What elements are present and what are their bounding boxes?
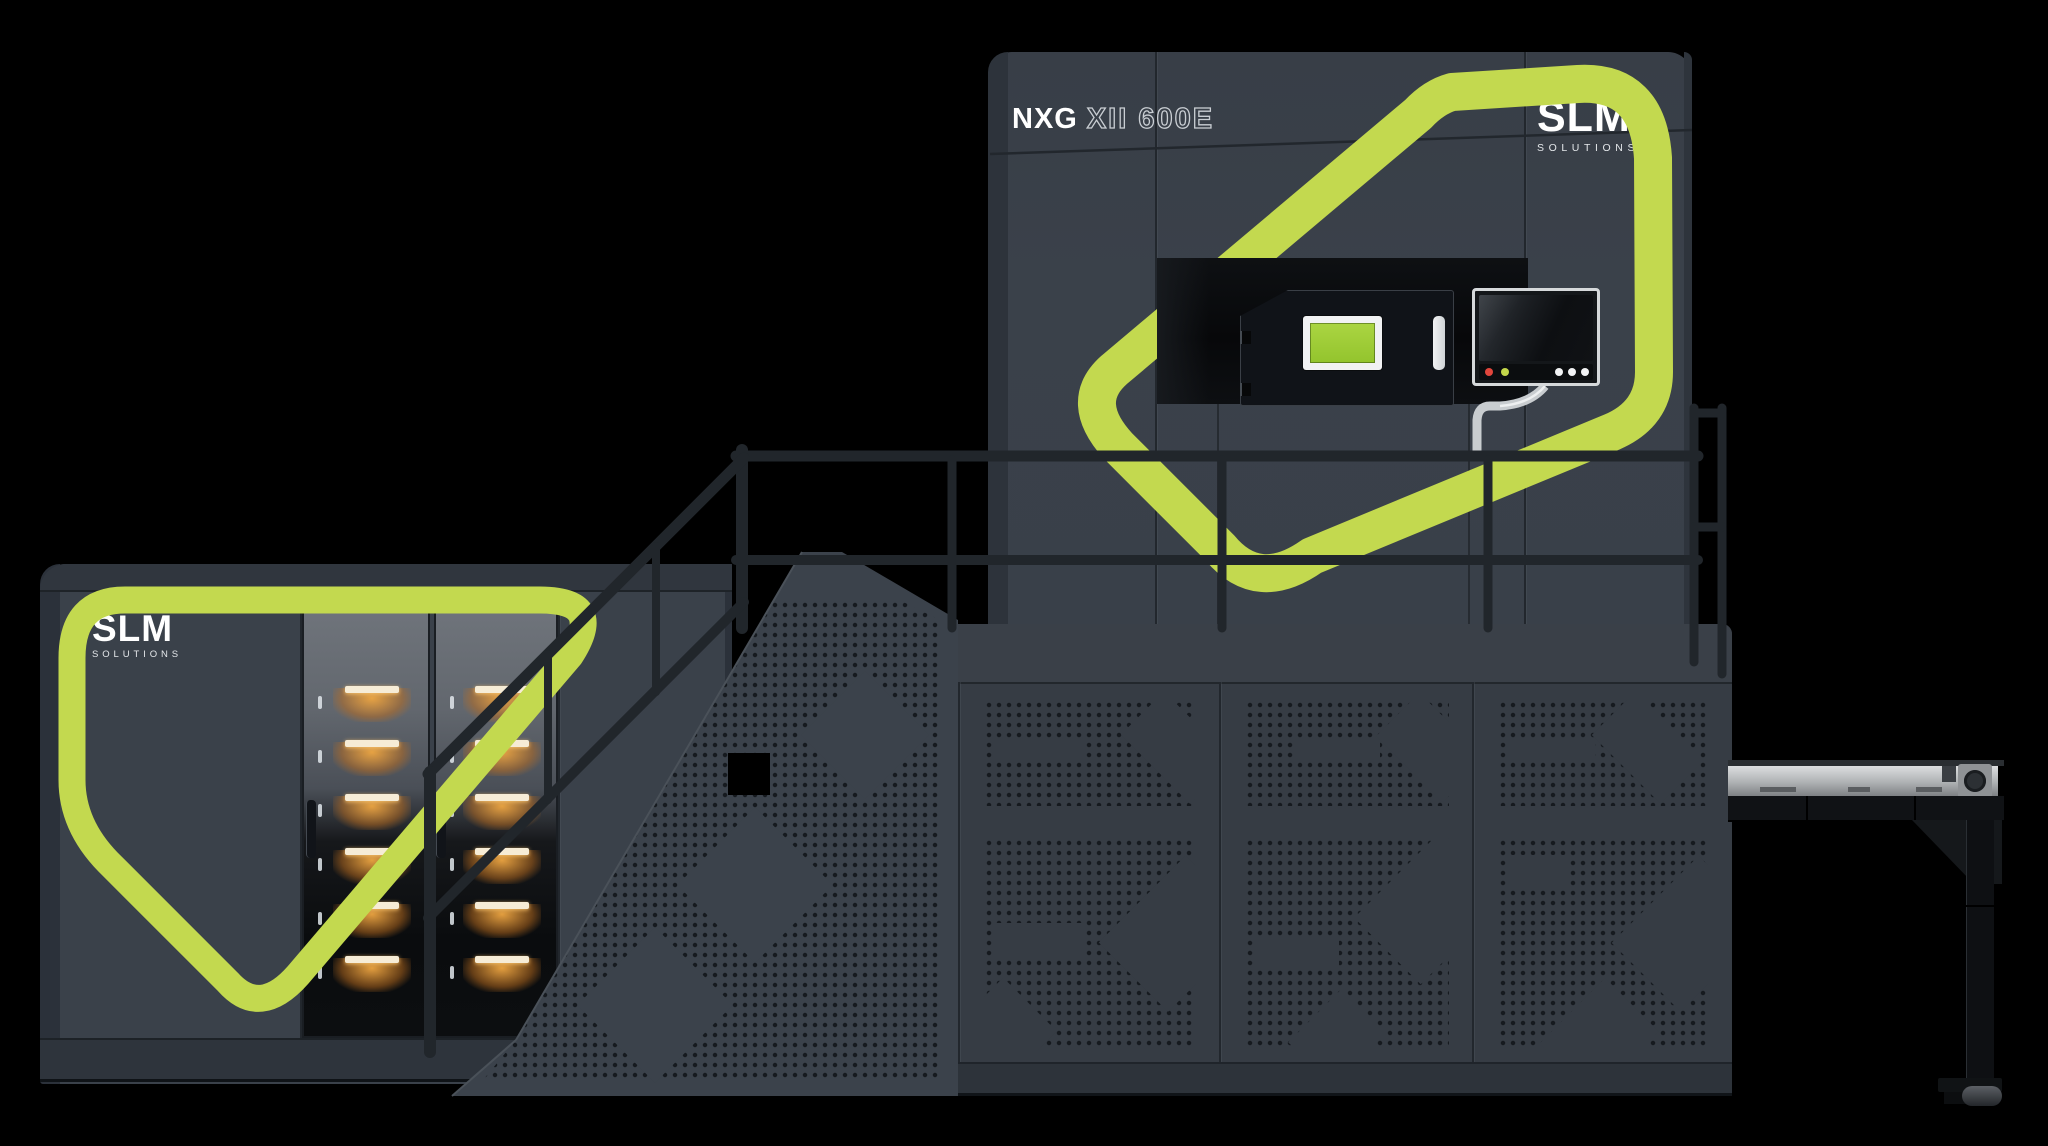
monitor-screen xyxy=(1479,295,1593,361)
shelf-glow xyxy=(463,904,541,938)
perforated-panel xyxy=(984,700,1196,806)
base-seam xyxy=(1219,682,1221,1062)
shelf-tick xyxy=(450,696,454,709)
shelf-glow xyxy=(333,688,411,722)
machine-base xyxy=(940,624,1732,1096)
shelf-glow xyxy=(333,796,411,830)
powder-shelf xyxy=(304,734,428,784)
door-hinge xyxy=(1240,331,1251,344)
powder-shelf xyxy=(436,950,556,1000)
shelf-light-bar xyxy=(345,794,399,801)
rail-slot xyxy=(1760,787,1796,792)
shelf-light-bar xyxy=(475,848,529,855)
shelf-tick xyxy=(318,750,322,763)
rail-slot xyxy=(1916,787,1942,792)
leg-seam xyxy=(1966,905,1994,907)
shelf-tick xyxy=(318,966,322,979)
white-indicator-light xyxy=(1568,368,1576,376)
leg-side-plate xyxy=(1994,820,2002,884)
model-prefix: NXG xyxy=(1012,103,1078,135)
shelf-tick xyxy=(318,912,322,925)
shelf-tick xyxy=(450,858,454,871)
shelf-tick xyxy=(450,912,454,925)
build-chamber-recess xyxy=(1157,258,1528,406)
motor-pulley xyxy=(1964,770,1986,792)
logo-subtitle: SOLUTIONS xyxy=(92,649,182,660)
shelf-light-bar xyxy=(475,686,529,693)
base-bottom-strip xyxy=(940,1062,1732,1096)
conveyor-frame xyxy=(1728,796,2004,822)
white-indicator-light xyxy=(1555,368,1563,376)
shelf-light-bar xyxy=(345,686,399,693)
shelf-light-bar xyxy=(475,956,529,963)
tower-panel-seam xyxy=(1468,404,1470,626)
shelf-tick xyxy=(318,858,322,871)
shelf-glow xyxy=(463,958,541,992)
shelf-tick xyxy=(318,804,322,817)
shelf-light-bar xyxy=(345,848,399,855)
rail-slot xyxy=(1848,787,1870,792)
perforated-panel xyxy=(1498,838,1708,1050)
monitor-control-strip xyxy=(1479,364,1593,380)
cabinet-left-edge xyxy=(40,564,60,1084)
powder-shelf xyxy=(436,896,556,946)
green-indicator-light xyxy=(1501,368,1509,376)
tower-left-edge xyxy=(988,52,1008,626)
frame-seam xyxy=(1806,796,1808,820)
stair-gap xyxy=(728,753,770,795)
shelf-tick xyxy=(318,696,322,709)
cabinet-seam xyxy=(558,590,560,1038)
rail-block xyxy=(1942,766,1956,782)
base-top-strip xyxy=(940,624,1732,684)
model-label: NXG XII 600E xyxy=(1012,102,1215,135)
door-hinge xyxy=(1240,383,1251,396)
perforated-panel xyxy=(1245,700,1449,806)
powder-shelf xyxy=(304,788,428,838)
perforated-panel xyxy=(1498,700,1708,806)
shelf-light-bar xyxy=(475,902,529,909)
shelf-light-bar xyxy=(475,794,529,801)
model-series: XII 600E xyxy=(1086,102,1215,135)
chamber-door-handle xyxy=(1433,316,1445,370)
hexagon-ring-tower xyxy=(1078,64,1673,593)
powder-shelf xyxy=(304,680,428,730)
foot-roller xyxy=(1962,1086,2002,1106)
red-indicator-light xyxy=(1485,368,1493,376)
base-seam xyxy=(1472,682,1474,1062)
cabinet-door-handle xyxy=(306,800,316,858)
chamber-viewport-window xyxy=(1303,316,1382,370)
cabinet-seam xyxy=(300,590,302,1038)
chamber-sidewall xyxy=(1157,258,1209,404)
stair-handrail-lower xyxy=(423,597,749,923)
stair-handrail-upper xyxy=(422,452,750,780)
conveyor-top-edge xyxy=(1728,760,2004,766)
white-indicator-light xyxy=(1581,368,1589,376)
shelf-light-bar xyxy=(345,956,399,963)
base-seam xyxy=(958,682,960,1062)
frame-seam xyxy=(1914,796,1916,820)
shelf-stack xyxy=(304,680,428,1020)
control-monitor xyxy=(1472,288,1600,386)
support-leg xyxy=(1966,820,1994,1078)
shelf-glow xyxy=(333,958,411,992)
tower-right-edge xyxy=(1684,52,1692,626)
logo-subtitle: SOLUTIONS xyxy=(1537,142,1640,154)
foot-clamp xyxy=(1944,1092,1966,1104)
perforated-panel xyxy=(1245,838,1449,1050)
shelf-glow xyxy=(333,742,411,776)
perforated-panel xyxy=(984,838,1196,1050)
shelf-light-bar xyxy=(345,740,399,747)
shelf-tick xyxy=(450,966,454,979)
viewport-glass xyxy=(1310,323,1375,363)
powder-shelf xyxy=(304,950,428,1000)
